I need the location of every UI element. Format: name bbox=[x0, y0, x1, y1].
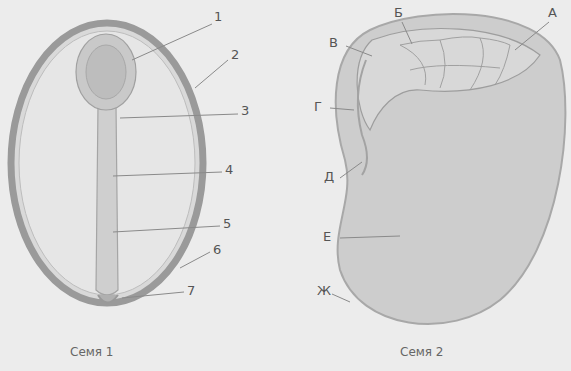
radicle bbox=[358, 60, 367, 175]
plumule bbox=[86, 45, 126, 99]
callout-letter: Ж bbox=[317, 284, 331, 297]
leader-lines bbox=[113, 24, 238, 298]
callout-letter: Г bbox=[314, 100, 322, 113]
callout-letter: В bbox=[329, 36, 338, 49]
callout-number: 3 bbox=[241, 104, 249, 117]
cotyledon bbox=[76, 34, 136, 110]
seed-coat bbox=[336, 14, 566, 324]
callout-letter: Б bbox=[394, 6, 403, 19]
callout-number: 7 bbox=[187, 284, 195, 297]
callout-number: 1 bbox=[214, 10, 222, 23]
cotyledon-veins bbox=[400, 37, 510, 90]
callout-number: 5 bbox=[223, 217, 231, 230]
embryo-axis bbox=[96, 105, 118, 295]
leader-lines bbox=[330, 22, 549, 302]
callout-letter: А bbox=[548, 6, 557, 19]
callout-letter: Д bbox=[324, 170, 334, 183]
caption: Семя 2 bbox=[400, 346, 443, 358]
callout-number: 4 bbox=[225, 163, 233, 176]
callout-letter: Е bbox=[323, 230, 331, 243]
endosperm bbox=[19, 31, 195, 295]
callout-number: 6 bbox=[213, 243, 221, 256]
caption: Семя 1 bbox=[70, 346, 113, 358]
callout-number: 2 bbox=[231, 48, 239, 61]
seed-coat bbox=[11, 23, 203, 303]
micropyle bbox=[98, 295, 118, 303]
embryo bbox=[357, 29, 540, 130]
